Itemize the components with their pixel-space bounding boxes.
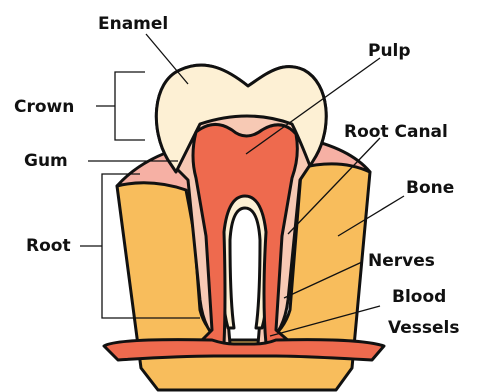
nerves-base bbox=[104, 340, 384, 360]
label-enamel: Enamel bbox=[98, 14, 168, 34]
label-nerves: Nerves bbox=[368, 251, 435, 271]
label-bone: Bone bbox=[406, 178, 454, 198]
label-vessels: Vessels bbox=[388, 318, 459, 338]
enamel-leader bbox=[146, 34, 188, 84]
label-pulp: Pulp bbox=[368, 41, 411, 61]
label-blood: Blood bbox=[392, 287, 446, 307]
label-gum: Gum bbox=[24, 151, 68, 171]
label-root-canal: Root Canal bbox=[344, 122, 448, 142]
crown-bracket bbox=[96, 72, 145, 140]
label-root: Root bbox=[26, 236, 71, 256]
label-crown: Crown bbox=[14, 97, 74, 117]
